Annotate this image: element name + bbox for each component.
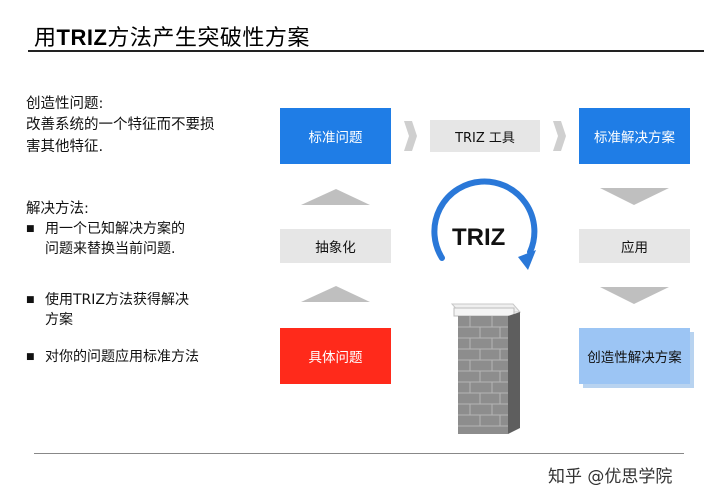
bullet-1-line-1: 用一个已知解决方案的 xyxy=(45,221,185,237)
abstraction-box: 抽象化 xyxy=(280,229,391,263)
up-arrow-icon xyxy=(301,189,370,205)
solution-heading: 解决方法: xyxy=(26,201,89,217)
bullet-marker: ■ xyxy=(26,224,35,234)
down-arrow-icon xyxy=(600,188,669,205)
standard-solution-box: 标准解决方案 xyxy=(579,108,690,164)
triz-tool-label: TRIZ 工具 xyxy=(455,130,515,146)
right-chevron-icon xyxy=(553,121,566,151)
problem-heading: 创造性问题: xyxy=(26,96,104,112)
title-divider xyxy=(28,50,704,52)
right-chevron-icon xyxy=(404,121,417,151)
up-arrow-icon xyxy=(301,286,370,302)
watermark: 知乎 @优思学院 xyxy=(548,467,673,487)
triz-cycle-label: TRIZ xyxy=(452,224,506,251)
bullet-marker: ■ xyxy=(26,352,35,362)
title-suffix: 方法产生突破性方案 xyxy=(107,26,310,51)
title-bold: TRIZ xyxy=(56,25,108,50)
bullet-2-line-2: 方案 xyxy=(45,312,73,328)
problem-text: 改善系统的一个特征而不要损 害其他特征. xyxy=(26,114,215,158)
bullet-3-line-1: 对你的问题应用标准方法 xyxy=(45,349,199,365)
creative-solution-box: 创造性解决方案 xyxy=(579,328,690,384)
brick-wall-icon xyxy=(450,303,522,434)
bullet-marker: ■ xyxy=(26,295,35,305)
problem-line-2: 害其他特征. xyxy=(26,139,104,155)
standard-problem-box: 标准问题 xyxy=(280,108,391,164)
down-arrow-icon xyxy=(600,287,669,304)
specific-problem-box: 具体问题 xyxy=(280,328,391,384)
cycle-arrow-icon xyxy=(431,178,538,261)
title-prefix: 用 xyxy=(34,26,57,51)
triz-tool-box: TRIZ 工具 xyxy=(430,120,540,152)
application-box: 应用 xyxy=(579,229,690,263)
bullet-2-line-1: 使用TRIZ方法获得解决 xyxy=(45,292,189,308)
bottom-divider xyxy=(34,453,684,454)
cycle-arrowhead-icon xyxy=(518,250,536,270)
problem-line-1: 改善系统的一个特征而不要损 xyxy=(26,117,215,133)
page-title: 用TRIZ方法产生突破性方案 xyxy=(34,20,310,52)
bullet-1-line-2: 问题来替换当前问题. xyxy=(45,241,176,257)
